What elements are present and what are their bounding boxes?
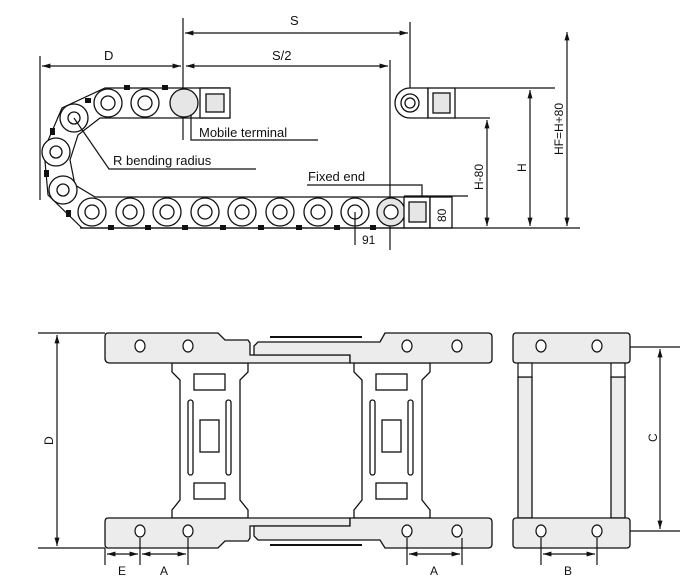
top-view-link: D E A A bbox=[38, 332, 493, 578]
side-view: S D S/2 bbox=[39, 13, 580, 250]
dim-d-label: D bbox=[104, 48, 113, 63]
dim-d-vertical-label: D bbox=[42, 436, 56, 445]
dim-s-half-label: S/2 bbox=[272, 48, 292, 63]
bracket-height-label: 80 bbox=[435, 208, 449, 222]
mobile-end-bracket bbox=[394, 87, 555, 119]
fixed-end-label: Fixed end bbox=[308, 169, 365, 184]
dim-h-label: H bbox=[515, 163, 529, 172]
dim-b-label: B bbox=[564, 564, 572, 578]
lower-chain-links: 80 bbox=[77, 196, 453, 230]
pitch-label: 91 bbox=[362, 233, 376, 247]
bend-chain-links bbox=[41, 98, 91, 217]
dim-h-minus-label: H-80 bbox=[472, 164, 486, 190]
dim-e-label: E bbox=[118, 564, 126, 578]
dim-hf-label: HF=H+80 bbox=[552, 103, 566, 155]
end-view-link: C B bbox=[512, 332, 680, 578]
upper-chain-links bbox=[93, 85, 231, 119]
dim-c-label: C bbox=[646, 433, 660, 442]
dim-a-right-label: A bbox=[430, 564, 438, 578]
mobile-terminal-label: Mobile terminal bbox=[199, 125, 287, 140]
bending-radius-label: R bending radius bbox=[113, 153, 212, 168]
dim-a-left-label: A bbox=[160, 564, 168, 578]
dim-s-label: S bbox=[290, 13, 299, 28]
